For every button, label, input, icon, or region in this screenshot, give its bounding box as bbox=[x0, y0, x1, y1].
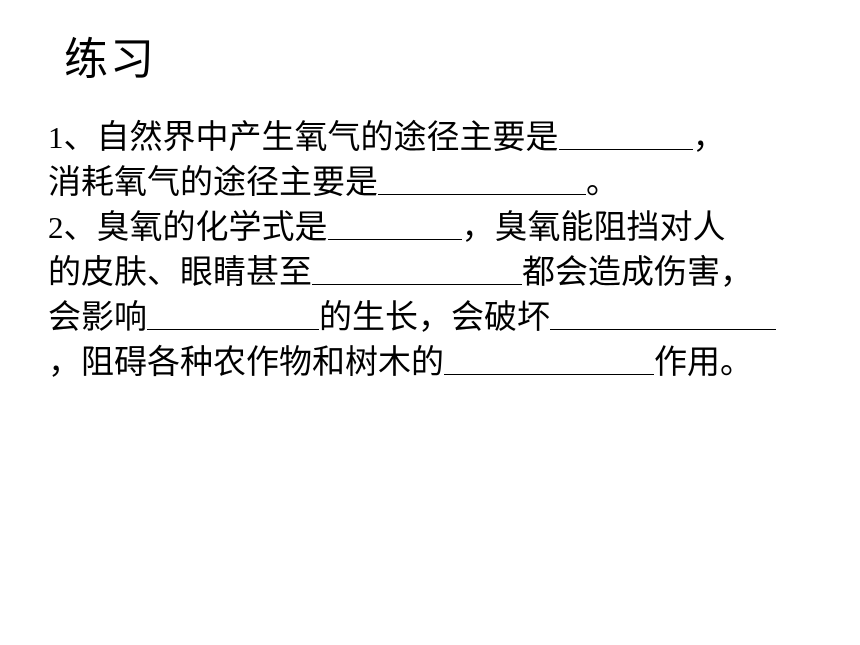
q1-line-2: 消耗氧气的途径主要是 。 bbox=[48, 159, 848, 204]
q2-line-3: 会影响 的生长，会破坏 bbox=[48, 294, 848, 339]
q2-text-b: ，臭氧能阻挡对人 bbox=[461, 207, 726, 246]
q2-text-c: 的皮肤、眼睛甚至 bbox=[48, 252, 312, 291]
q2-line-1: 2、臭氧的化学式是 ，臭氧能阻挡对人 bbox=[48, 204, 848, 249]
q2-text-e: 会影响 bbox=[48, 297, 147, 336]
q1-text-d: 。 bbox=[586, 162, 619, 201]
exercise-body: 1、自然界中产生氧气的途径主要是 ， 消耗氧气的途径主要是 。 2、臭氧的化学式是 ，… bbox=[48, 114, 848, 384]
q2-line-2: 的皮肤、眼睛甚至 都会造成伤害， bbox=[48, 249, 848, 294]
q2-text-d: 都会造成伤害， bbox=[522, 252, 753, 291]
q2-blank-5 bbox=[444, 346, 654, 375]
q1-text-c: 消耗氧气的途径主要是 bbox=[48, 162, 378, 201]
q2-blank-1 bbox=[327, 211, 462, 240]
q2-number: 2 bbox=[48, 210, 64, 245]
page-title: 练习 bbox=[64, 34, 156, 85]
q1-blank-2 bbox=[378, 166, 586, 195]
q2-text-f: 的生长，会破坏 bbox=[319, 297, 550, 336]
q2-blank-2 bbox=[312, 256, 522, 285]
q2-text-h: 作用。 bbox=[654, 342, 753, 381]
q2-line-4: ，阻碍各种农作物和树木的 作用。 bbox=[48, 339, 848, 384]
q1-text-b: ， bbox=[692, 117, 726, 156]
q2-text-a: 、臭氧的化学式是 bbox=[63, 207, 328, 246]
q1-line-1: 1、自然界中产生氧气的途径主要是 ， bbox=[48, 114, 848, 159]
q2-text-g: ，阻碍各种农作物和树木的 bbox=[48, 342, 444, 381]
q2-blank-4 bbox=[550, 301, 776, 330]
q1-text-a: 、自然界中产生氧气的途径主要是 bbox=[63, 117, 559, 156]
q2-blank-3 bbox=[147, 301, 319, 330]
q1-blank-1 bbox=[558, 121, 693, 150]
q1-number: 1 bbox=[48, 120, 64, 155]
